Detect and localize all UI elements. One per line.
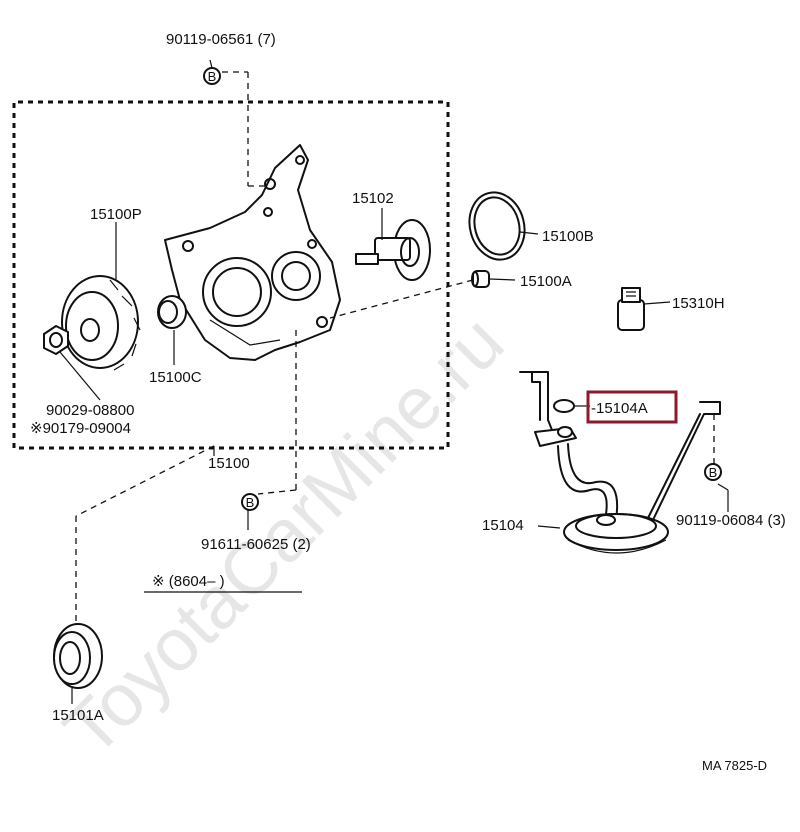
bolt-marker-top: B — [203, 67, 221, 85]
bushing-a — [471, 270, 490, 288]
oil-sensor — [617, 287, 645, 331]
label-15104a: -15104A — [591, 400, 648, 417]
label-15310h: 15310H — [672, 295, 725, 312]
label-15100b: 15100B — [542, 228, 594, 245]
label-bolt-bottom: 91611-60625 (2) — [201, 536, 311, 553]
o-ring-b — [468, 191, 526, 261]
assembly-frame — [12, 100, 450, 450]
label-bolt-top: 90119-06561 (7) — [166, 31, 276, 48]
label-15102: 15102 — [352, 190, 394, 207]
label-15104: 15104 — [482, 517, 524, 534]
nut — [43, 325, 69, 355]
svg-text:B: B — [208, 69, 217, 84]
bolt-marker-right: B — [704, 463, 722, 481]
label-15101a: 15101A — [52, 707, 104, 724]
label-15100c: 15100C — [149, 369, 202, 386]
label-bolt-right: 90119-06084 (3) — [676, 512, 786, 529]
oil-pump-body — [164, 144, 341, 361]
relief-valve — [355, 219, 431, 281]
drive-gear — [61, 275, 141, 371]
o-ring-b-inner — [473, 196, 521, 256]
label-nut-2: ※90179-09004 — [30, 420, 131, 437]
oil-strainer — [519, 371, 721, 554]
label-15100a: 15100A — [520, 273, 572, 290]
label-nut-1: 90029-08800 — [46, 402, 134, 419]
seal-c — [157, 295, 187, 329]
label-15100: 15100 — [208, 455, 250, 472]
svg-text:B: B — [246, 495, 255, 510]
bolt-marker-bottom: B — [241, 493, 259, 511]
highlight-box — [586, 390, 678, 424]
label-note: ※ (8604– ) — [152, 573, 225, 590]
leader-lines — [59, 59, 729, 704]
svg-text:B: B — [709, 465, 718, 480]
label-15100p: 15100P — [90, 206, 142, 223]
oil-seal — [53, 623, 103, 689]
gasket-ring — [553, 399, 575, 413]
label-ref-code: MA 7825-D — [702, 758, 767, 773]
